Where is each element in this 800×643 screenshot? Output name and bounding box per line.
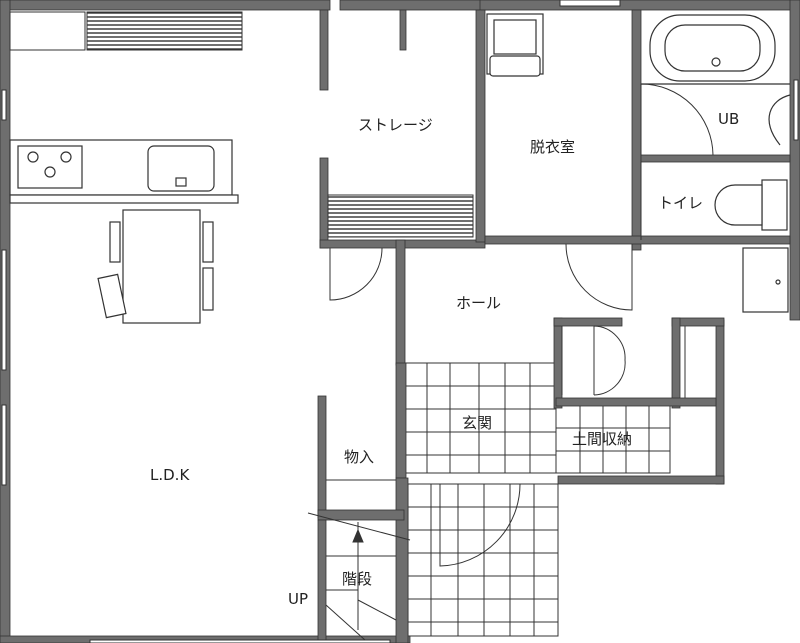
toilet: [714, 179, 789, 313]
label-entrance: 玄関: [462, 414, 493, 432]
partitions: [326, 162, 686, 481]
label-ub: UB: [718, 110, 740, 128]
label-toilet: トイレ: [658, 194, 704, 212]
label-storage: ストレージ: [358, 116, 433, 134]
label-closet: 物入: [344, 448, 375, 466]
storage-shelf: [327, 194, 474, 238]
ub-sink: [768, 94, 791, 146]
label-ldk: L.D.K: [150, 466, 190, 484]
ub-door: [640, 83, 714, 156]
washbasin: [486, 13, 544, 77]
label-up: UP: [288, 590, 309, 608]
label-dressing-room: 脱衣室: [530, 138, 576, 156]
kitchen-counter: [9, 139, 239, 204]
label-earth-storage: 土間収納: [572, 430, 633, 448]
bathtub: [641, 14, 790, 85]
kitchen-shelf: [86, 11, 243, 51]
doors: [329, 243, 633, 567]
label-hall: ホール: [456, 294, 502, 312]
label-stairs: 階段: [342, 570, 373, 588]
stairs-lines: [307, 512, 411, 641]
dining-table: [97, 209, 214, 324]
